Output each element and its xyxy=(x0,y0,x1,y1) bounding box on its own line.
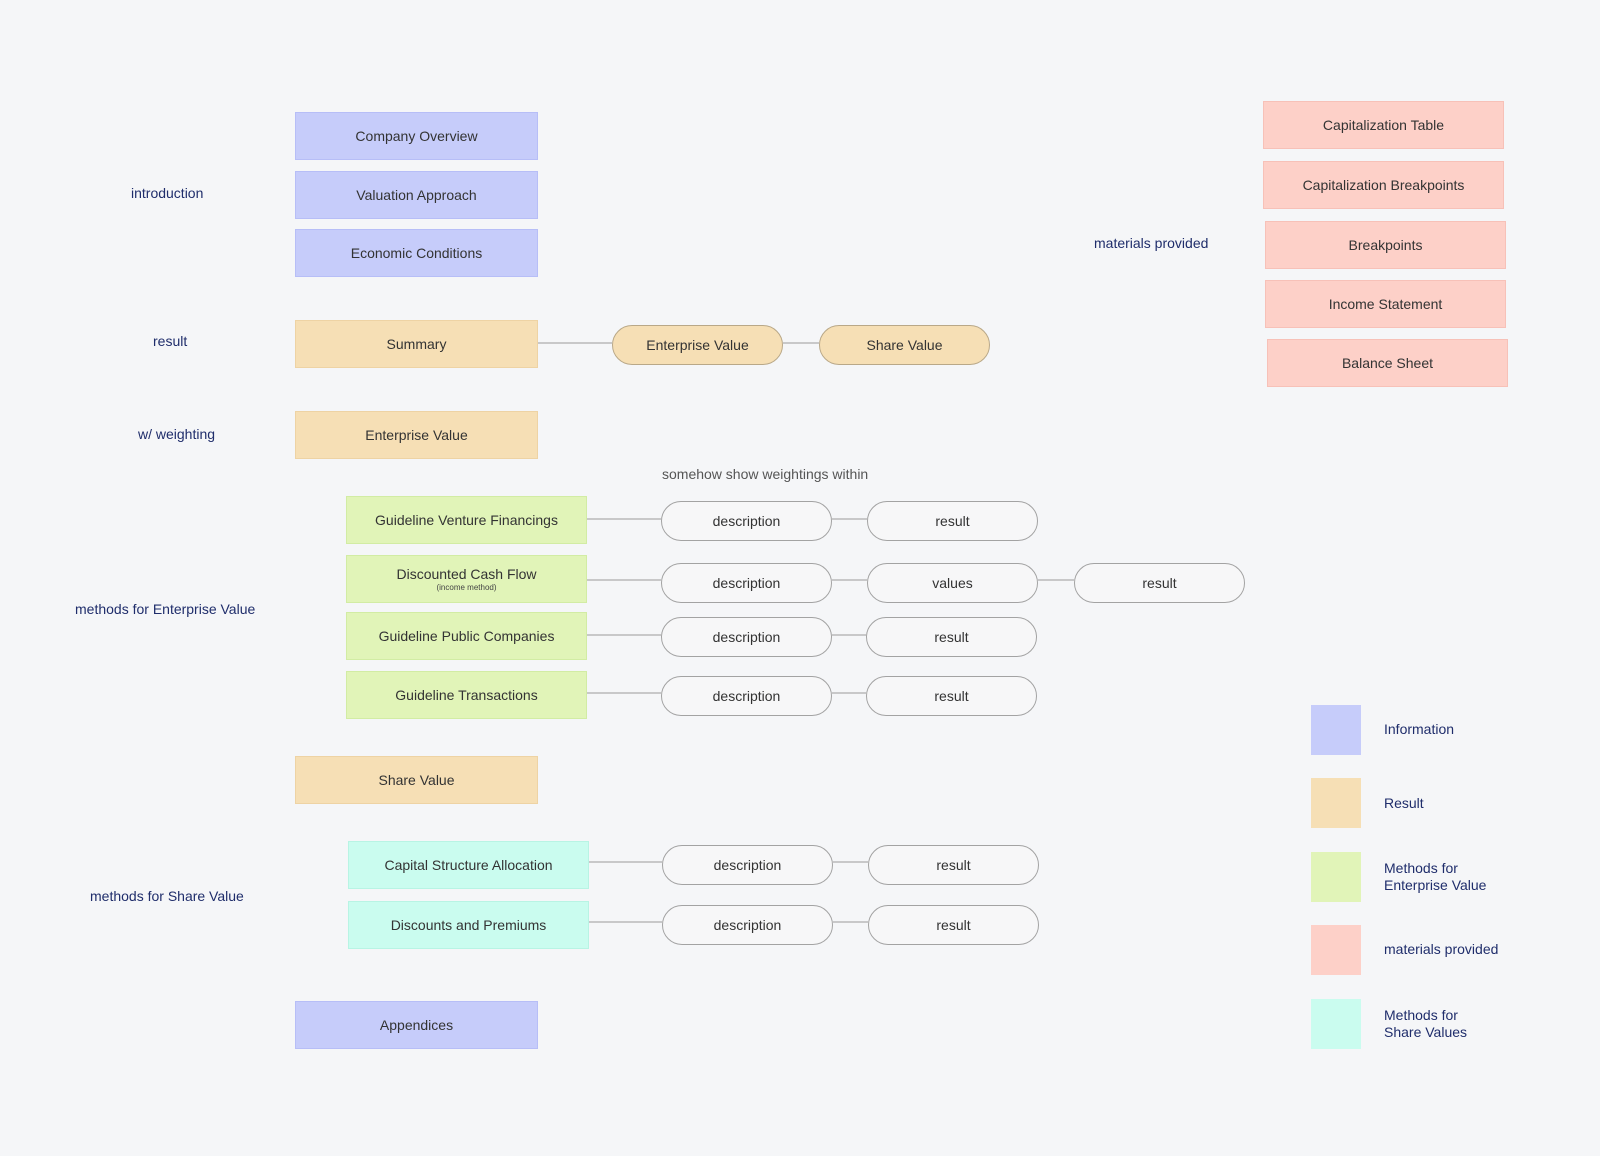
dcf-description-pill[interactable]: description xyxy=(661,563,832,603)
weighted-enterprise-value-box[interactable]: Enterprise Value xyxy=(295,411,538,459)
section-label-methods-ev: methods for Enterprise Value xyxy=(75,601,256,617)
section-label-weighting: w/ weighting xyxy=(138,426,216,442)
section-label-materials: materials provided xyxy=(1094,235,1209,251)
section-label-methods-share: methods for Share Value xyxy=(90,888,244,904)
section-label-result: result xyxy=(153,333,188,349)
gvf-result-pill[interactable]: result xyxy=(867,501,1038,541)
share-value-box[interactable]: Share Value xyxy=(295,756,538,804)
share-method-box-dp[interactable]: Discounts and Premiums xyxy=(348,901,589,949)
dcf-result-pill[interactable]: result xyxy=(1074,563,1245,603)
legend-swatch-materials xyxy=(1311,925,1361,975)
gpc-result-pill[interactable]: result xyxy=(866,617,1037,657)
dp-result-pill[interactable]: result xyxy=(868,905,1039,945)
ev-method-box-gpc[interactable]: Guideline Public Companies xyxy=(346,612,587,660)
share-method-label: Capital Structure Allocation xyxy=(384,856,553,873)
result-share-value-pill[interactable]: Share Value xyxy=(819,325,990,365)
legend-swatch-methods-ev xyxy=(1311,852,1361,902)
material-capitalization-breakpoints-box[interactable]: Capitalization Breakpoints xyxy=(1263,161,1504,209)
csa-result-pill[interactable]: result xyxy=(868,845,1039,885)
company-overview-box[interactable]: Company Overview xyxy=(295,112,538,160)
ev-method-box-gvf[interactable]: Guideline Venture Financings xyxy=(346,496,587,544)
legend-label-materials: materials provided xyxy=(1384,941,1499,957)
csa-description-pill[interactable]: description xyxy=(662,845,833,885)
section-label-introduction: introduction xyxy=(131,185,204,201)
dp-description-pill[interactable]: description xyxy=(662,905,833,945)
ev-method-label: Guideline Public Companies xyxy=(378,627,555,644)
gt-result-pill[interactable]: result xyxy=(866,676,1037,716)
gvf-description-pill[interactable]: description xyxy=(661,501,832,541)
economic-conditions-box[interactable]: Economic Conditions xyxy=(295,229,538,277)
material-income-statement-box[interactable]: Income Statement xyxy=(1265,280,1506,328)
legend-swatch-result xyxy=(1311,778,1361,828)
summary-box[interactable]: Summary xyxy=(295,320,538,368)
valuation-approach-box[interactable]: Valuation Approach xyxy=(295,171,538,219)
dcf-values-pill[interactable]: values xyxy=(867,563,1038,603)
ev-method-box-dcf[interactable]: Discounted Cash Flow (income method) xyxy=(346,555,587,603)
legend-label-methods-ev: Methods for Enterprise Value xyxy=(1384,860,1487,893)
appendices-box[interactable]: Appendices xyxy=(295,1001,538,1049)
share-method-label: Discounts and Premiums xyxy=(390,916,547,933)
legend-swatch-information xyxy=(1311,705,1361,755)
ev-method-label: Guideline Venture Financings xyxy=(375,511,558,528)
ev-method-box-gt[interactable]: Guideline Transactions xyxy=(346,671,587,719)
gpc-description-pill[interactable]: description xyxy=(661,617,832,657)
legend-label-methods-share: Methods for Share Values xyxy=(1384,1007,1468,1040)
gt-description-pill[interactable]: description xyxy=(661,676,832,716)
result-enterprise-value-pill[interactable]: Enterprise Value xyxy=(612,325,783,365)
legend-label-information: Information xyxy=(1384,721,1455,737)
material-balance-sheet-box[interactable]: Balance Sheet xyxy=(1267,339,1508,387)
material-breakpoints-box[interactable]: Breakpoints xyxy=(1265,221,1506,269)
legend-label-result: Result xyxy=(1384,795,1424,811)
material-capitalization-table-box[interactable]: Capitalization Table xyxy=(1263,101,1504,149)
ev-method-label: Guideline Transactions xyxy=(395,686,538,703)
weighting-note: somehow show weightings within xyxy=(662,466,869,482)
ev-method-label: Discounted Cash Flow xyxy=(396,565,537,582)
legend-swatch-methods-share xyxy=(1311,999,1361,1049)
ev-method-sublabel: (income method) xyxy=(436,582,497,592)
share-method-box-csa[interactable]: Capital Structure Allocation xyxy=(348,841,589,889)
